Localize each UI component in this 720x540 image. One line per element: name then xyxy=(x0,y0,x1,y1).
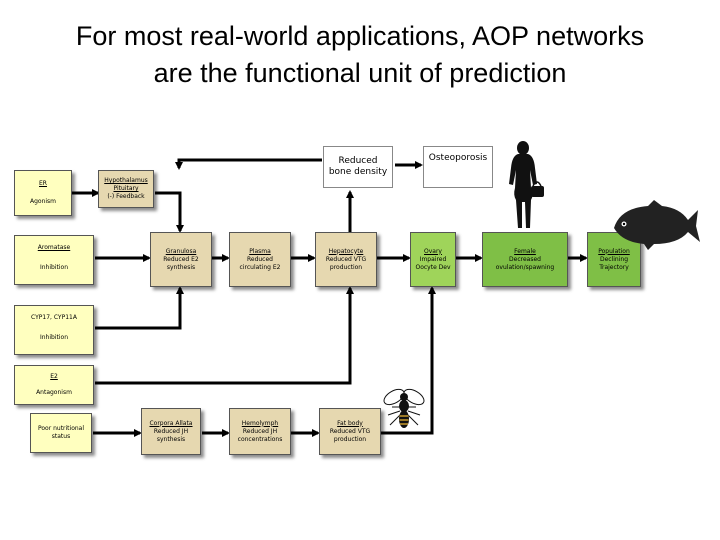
fat-body-body: Reduced VTG production xyxy=(329,427,371,443)
honeybee-icon xyxy=(383,388,425,428)
arrow-fatbody-to-ovary xyxy=(381,286,436,435)
population-head: Population xyxy=(598,247,630,255)
cyp-inhibition-box: CYP17, CYP11A Inhibition xyxy=(14,305,94,355)
fat-body-head: Fat body xyxy=(337,419,363,427)
osteoporosis-box: Osteoporosis xyxy=(423,146,493,188)
granulosa-body: Reduced E2 synthesis xyxy=(163,255,199,271)
arrow-e2-to-hepatocyte xyxy=(95,286,354,385)
e2-antagonism-box: E2 Antagonism xyxy=(14,365,94,405)
plasma-head: Plasma xyxy=(249,247,271,255)
fish-silhouette-icon xyxy=(614,200,700,250)
hepatocyte-head: Hepatocyte xyxy=(328,247,364,255)
hpg-feedback-box: Hypothalamus Pituitary (-) Feedback xyxy=(98,170,154,208)
reduced-bone-density-box: Reduced bone density xyxy=(323,146,393,188)
fat-body-box: Fat body Reduced VTG production xyxy=(319,408,381,455)
er-agonism-body: Agonism xyxy=(29,198,57,205)
corpora-allata-head: Corpora Allata xyxy=(149,419,193,427)
granulosa-head: Granulosa xyxy=(165,247,197,255)
aromatase-inhibition-box: Aromatase Inhibition xyxy=(14,235,94,285)
hpg-body: (-) Feedback xyxy=(107,193,145,200)
slide-title: For most real-world applications, AOP ne… xyxy=(0,18,720,92)
ovary-head: Ovary xyxy=(424,247,442,255)
cyp-head: CYP17, CYP11A xyxy=(31,314,77,321)
population-body: Declining Trajectory xyxy=(599,255,629,271)
title-line-1: For most real-world applications, AOP ne… xyxy=(75,21,645,51)
plasma-box: Plasma Reduced circulating E2 xyxy=(229,232,291,287)
hpg-head: Hypothalamus Pituitary xyxy=(104,177,148,192)
poor-nutrition-box: Poor nutritional status xyxy=(30,413,92,453)
hemolymph-head: Hemolymph xyxy=(241,419,279,427)
female-head: Female xyxy=(514,247,536,255)
hepatocyte-box: Hepatocyte Reduced VTG production xyxy=(315,232,377,287)
female-box: Female Decreased ovulation/spawning xyxy=(482,232,568,287)
reduced-bone-density-label: Reduced bone density xyxy=(328,156,388,177)
cyp-body: Inhibition xyxy=(39,334,68,341)
e2-body: Antagonism xyxy=(36,389,72,396)
osteoporosis-label: Osteoporosis xyxy=(428,153,488,163)
e2-head: E2 xyxy=(50,373,58,380)
hepatocyte-body: Reduced VTG production xyxy=(325,255,367,271)
plasma-body: Reduced circulating E2 xyxy=(239,255,281,271)
aromatase-head: Aromatase xyxy=(37,244,71,251)
female-body: Decreased ovulation/spawning xyxy=(495,255,555,271)
ovary-box: Ovary Impaired Oocyte Dev xyxy=(410,232,456,287)
arrow-cyp-to-granulosa xyxy=(95,286,184,330)
granulosa-box: Granulosa Reduced E2 synthesis xyxy=(150,232,212,287)
arrow-feedback-from-plasma xyxy=(175,158,322,170)
poor-nutrition-label: Poor nutritional status xyxy=(37,425,85,440)
corpora-allata-body: Reduced JH synthesis xyxy=(153,427,189,443)
woman-silhouette-icon xyxy=(509,141,544,228)
er-agonism-head: ER xyxy=(39,180,47,187)
corpora-allata-box: Corpora Allata Reduced JH synthesis xyxy=(141,408,201,455)
aromatase-body: Inhibition xyxy=(39,264,68,271)
er-agonism-box: ER Agonism xyxy=(14,170,72,216)
arrow-hpg-to-granulosa xyxy=(155,191,184,233)
hemolymph-body: Reduced JH concentrations xyxy=(237,427,283,443)
hemolymph-box: Hemolymph Reduced JH concentrations xyxy=(229,408,291,455)
ovary-body: Impaired Oocyte Dev xyxy=(415,255,451,271)
title-line-2: are the functional unit of prediction xyxy=(153,58,567,88)
